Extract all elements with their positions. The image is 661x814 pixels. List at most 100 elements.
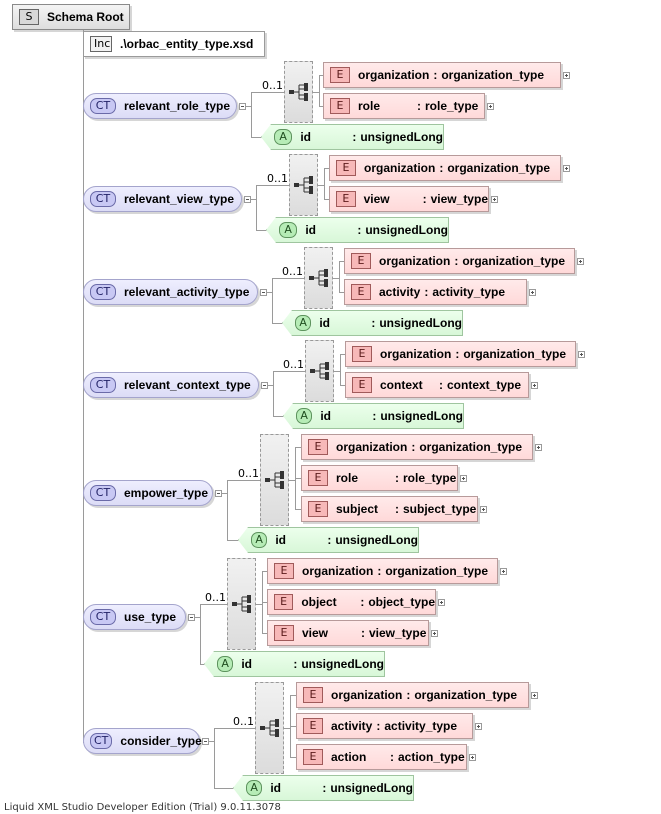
- sequence-compositor[interactable]: [304, 247, 333, 309]
- expand-toggle-view[interactable]: [491, 196, 498, 203]
- complex-type-name: use_type: [124, 610, 177, 624]
- expand-toggle-subject[interactable]: [480, 506, 487, 513]
- attribute-name: id: [320, 409, 332, 423]
- element-name: object: [301, 595, 337, 609]
- sequence-icon: [264, 471, 284, 489]
- expand-toggle-context[interactable]: [531, 382, 538, 389]
- sequence-connector-line: [214, 728, 255, 729]
- type-separator: :: [433, 68, 438, 82]
- element-connector-line: [324, 199, 329, 200]
- expand-toggle-role[interactable]: [460, 475, 467, 482]
- sequence-compositor[interactable]: [289, 154, 318, 216]
- element-badge: E: [303, 749, 323, 765]
- collapse-toggle-relevant_view_type[interactable]: [244, 196, 251, 203]
- element-name: view: [302, 626, 329, 640]
- sequence-connector-line: [272, 278, 304, 279]
- attribute-name: id: [241, 657, 253, 671]
- ct-branch-stub: [251, 199, 257, 200]
- sequence-compositor[interactable]: [305, 340, 334, 402]
- attribute-type: unsignedLong: [379, 316, 462, 330]
- expand-toggle-organization[interactable]: [563, 72, 570, 79]
- sequence-compositor[interactable]: [284, 61, 313, 123]
- attribute-badge: A: [296, 408, 313, 424]
- expand-toggle-activity[interactable]: [475, 723, 482, 730]
- include-node[interactable]: Inc .\orbac_entity_type.xsd: [83, 31, 265, 57]
- expand-toggle-organization[interactable]: [535, 444, 542, 451]
- collapse-toggle-relevant_context_type[interactable]: [261, 382, 268, 389]
- ct-branch-stub: [209, 741, 215, 742]
- expand-toggle-organization[interactable]: [500, 568, 507, 575]
- schema-root-node[interactable]: S Schema Root: [12, 4, 130, 30]
- attribute-type: unsignedLong: [365, 223, 448, 237]
- element-badge: E: [330, 98, 350, 114]
- collapse-toggle-relevant_activity_type[interactable]: [260, 289, 267, 296]
- expand-toggle-organization[interactable]: [577, 258, 584, 265]
- element-badge: E: [303, 718, 323, 734]
- collapse-toggle-use_type[interactable]: [188, 614, 195, 621]
- schema-root-label: Schema Root: [47, 10, 124, 24]
- expand-toggle-object[interactable]: [438, 599, 445, 606]
- attribute-connector-line: [272, 323, 282, 324]
- sequence-compositor[interactable]: [227, 558, 256, 650]
- element-connector-line: [340, 385, 345, 386]
- element-connector-line: [339, 292, 344, 293]
- element-connector-line: [262, 602, 267, 603]
- complex-type-badge: CT: [90, 377, 116, 393]
- type-separator: :: [417, 99, 421, 113]
- element-name: role: [336, 471, 359, 485]
- sequence-icon: [309, 362, 329, 380]
- element-connector-line: [290, 695, 296, 696]
- expand-toggle-action[interactable]: [469, 754, 476, 761]
- sequence-compositor[interactable]: [260, 434, 289, 526]
- sequence-compositor[interactable]: [255, 682, 284, 774]
- expand-toggle-organization[interactable]: [563, 165, 570, 172]
- collapse-toggle-empower_type[interactable]: [215, 490, 222, 497]
- occurrence-label: 0..1: [267, 172, 288, 185]
- expand-toggle-activity[interactable]: [529, 289, 536, 296]
- expand-toggle-organization[interactable]: [531, 692, 538, 699]
- ct-branch-vertical: [200, 604, 201, 664]
- type-separator: :: [424, 285, 429, 299]
- element-branch-vertical: [324, 168, 325, 199]
- expand-toggle-role[interactable]: [487, 103, 494, 110]
- type-separator: :: [390, 750, 394, 764]
- type-separator: :: [293, 657, 298, 671]
- element-badge: E: [336, 160, 356, 176]
- expand-toggle-organization[interactable]: [578, 351, 585, 358]
- collapse-toggle-relevant_role_type[interactable]: [239, 103, 246, 110]
- element-type: organization_type: [447, 161, 551, 175]
- collapse-toggle-consider_type[interactable]: [202, 738, 209, 745]
- expand-toggle-view[interactable]: [431, 630, 438, 637]
